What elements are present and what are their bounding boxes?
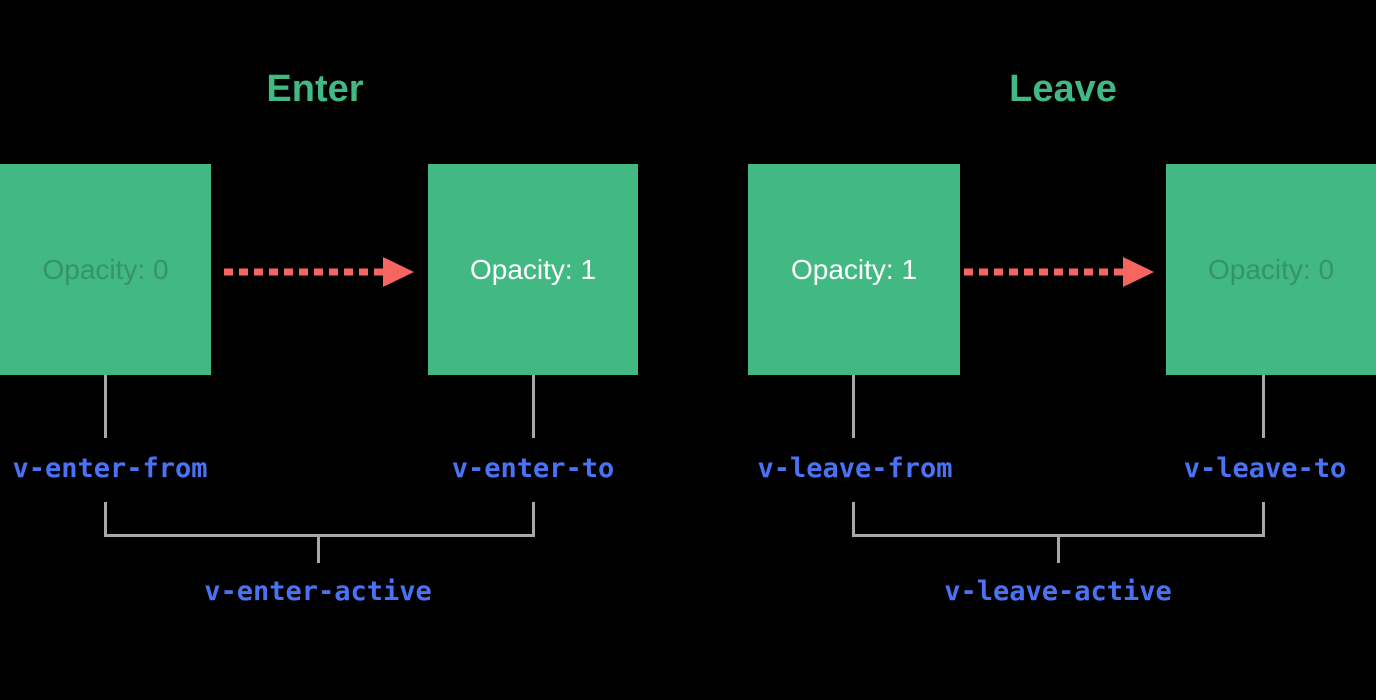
- leave-from-box-label: Opacity: 1: [790, 253, 918, 285]
- leave-section-title: Leave: [1009, 68, 1117, 110]
- leave-to-connector-line: [1262, 375, 1265, 438]
- leave-to-box-label: Opacity: 0: [1207, 253, 1335, 285]
- enter-transition-arrow-icon: [224, 257, 414, 287]
- enter-active-bracket-stem: [317, 536, 320, 563]
- leave-active-bracket-stem: [1057, 536, 1060, 563]
- enter-from-box: Opacity: 0: [0, 164, 211, 375]
- enter-from-connector-line: [104, 375, 107, 438]
- leave-from-connector-line: [852, 375, 855, 438]
- enter-section-title: Enter: [266, 68, 364, 110]
- leave-active-bracket: [852, 502, 1265, 537]
- enter-from-box-label: Opacity: 0: [42, 253, 169, 285]
- enter-to-box: Opacity: 1: [428, 164, 638, 375]
- leave-from-class-label: v-leave-from: [757, 453, 953, 484]
- leave-active-class-label: v-leave-active: [944, 576, 1172, 607]
- enter-to-class-label: v-enter-to: [451, 453, 615, 484]
- leave-from-box: Opacity: 1: [748, 164, 960, 375]
- enter-active-bracket: [104, 502, 535, 537]
- leave-to-class-label: v-leave-to: [1183, 453, 1347, 484]
- enter-active-class-label: v-enter-active: [204, 576, 432, 607]
- enter-to-box-label: Opacity: 1: [469, 253, 597, 285]
- enter-from-class-label: v-enter-from: [12, 453, 208, 484]
- leave-transition-arrow-icon: [964, 257, 1154, 287]
- enter-to-connector-line: [532, 375, 535, 438]
- leave-to-box: Opacity: 0: [1166, 164, 1376, 375]
